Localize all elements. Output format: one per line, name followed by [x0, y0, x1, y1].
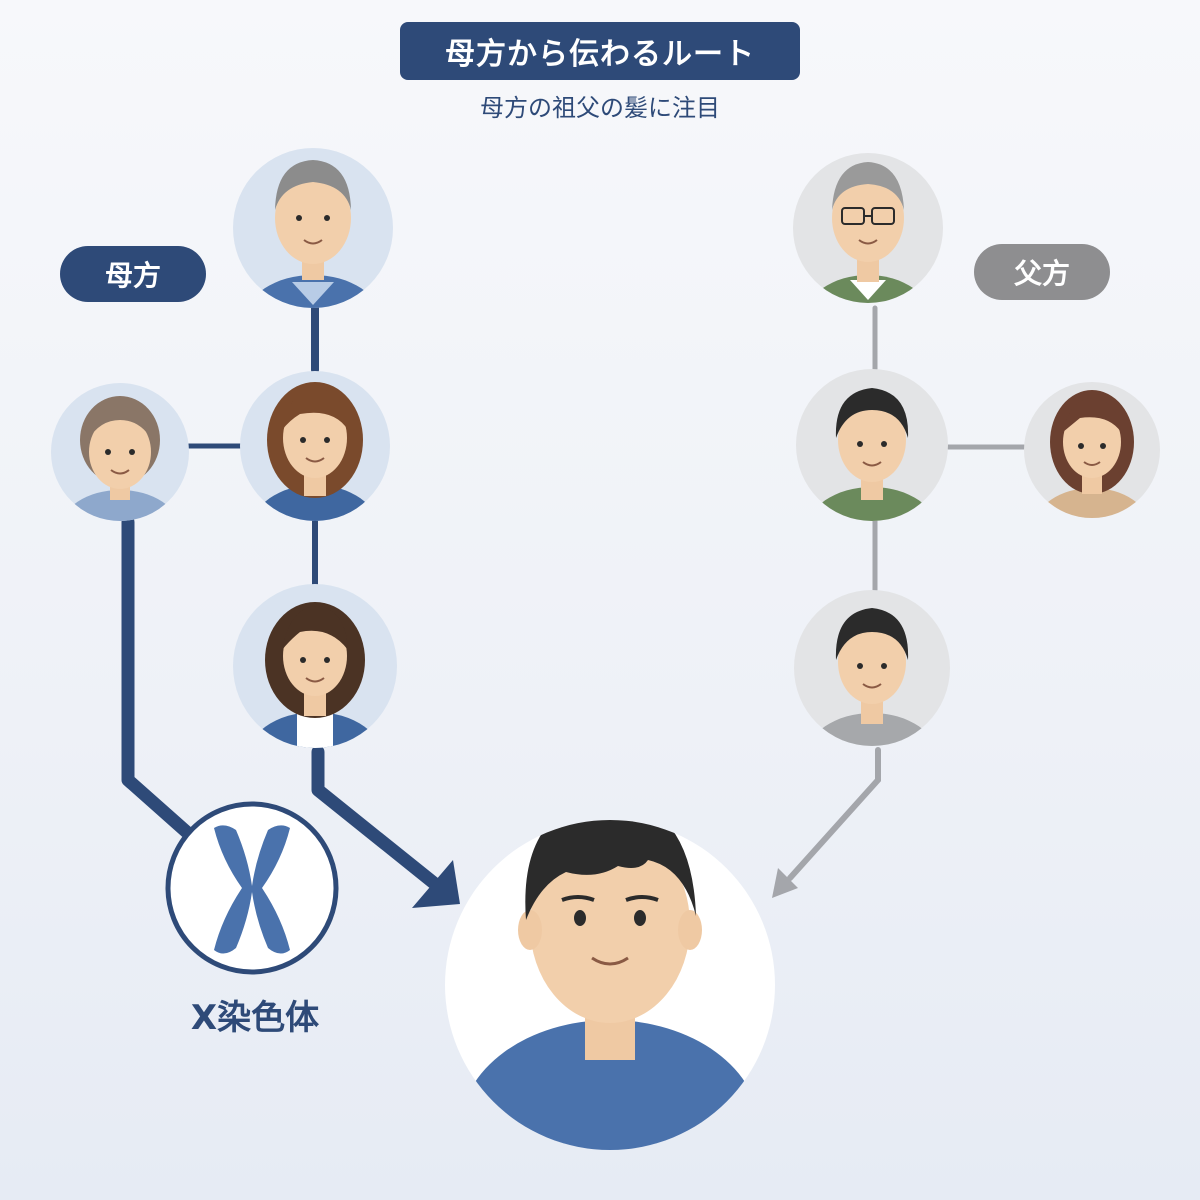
- paternal-connectors: [787, 305, 1027, 881]
- maternal-grandfather-avatar: [233, 148, 393, 308]
- child-avatar: [445, 820, 775, 1150]
- paternal-grandfather-avatar: [793, 153, 943, 303]
- x-chromosome-icon: [165, 801, 339, 975]
- page-title: 母方から伝わるルート: [400, 22, 800, 80]
- x-chromosome-label: X染色体: [190, 998, 320, 1038]
- paternal-brother-avatar: [794, 590, 950, 746]
- paternal-route-arrowhead: [772, 868, 798, 898]
- maternal-side-label: 母方: [60, 246, 206, 302]
- mother-to-child-route: [311, 745, 452, 899]
- maternal-connectors: [121, 304, 452, 899]
- paternal-side-label: 父方: [974, 244, 1110, 300]
- maternal-grandmother-avatar: [51, 383, 189, 521]
- page-subtitle: 母方の祖父の髪に注目: [480, 94, 720, 122]
- mother-route-arrowhead: [412, 860, 460, 908]
- grandmother-to-x-route: [121, 515, 197, 842]
- mother-avatar: [233, 584, 397, 748]
- maternal-aunt-avatar: [240, 371, 390, 521]
- father-avatar: [796, 369, 948, 521]
- brother-to-child-route: [787, 747, 881, 881]
- father-spouse-avatar: [1024, 382, 1160, 518]
